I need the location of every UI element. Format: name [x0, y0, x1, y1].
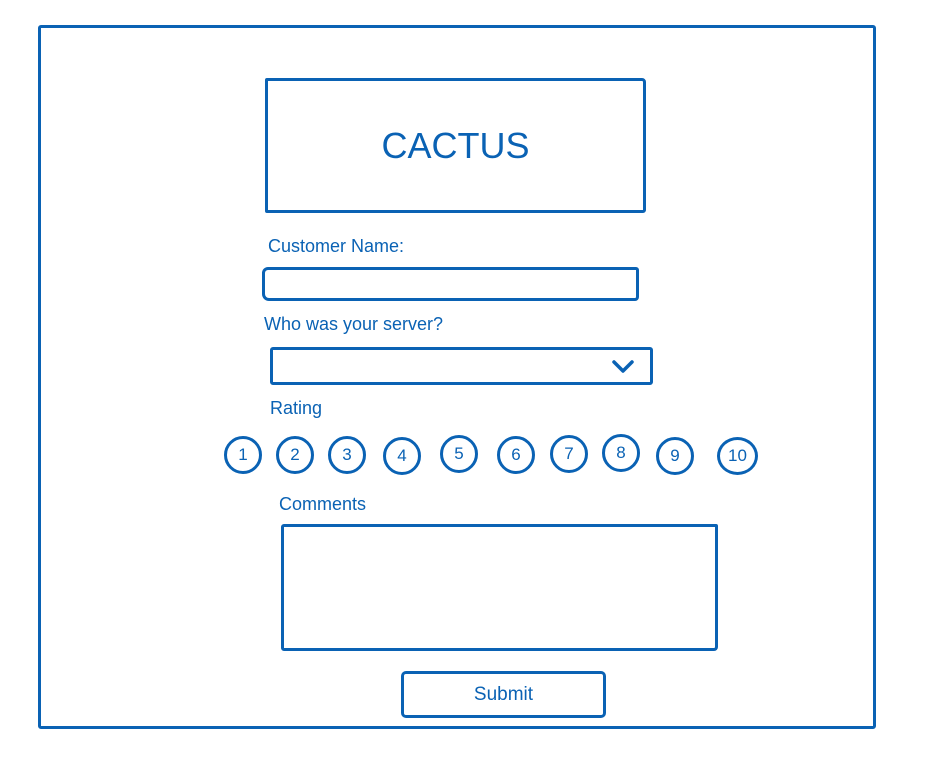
logo-text: CACTUS — [381, 124, 530, 166]
rating-option-1[interactable]: 1 — [224, 436, 262, 474]
server-label: Who was your server? — [264, 314, 444, 334]
rating-option-5[interactable]: 5 — [440, 435, 478, 473]
rating-option-4[interactable]: 4 — [383, 437, 421, 475]
comments-textarea[interactable] — [281, 524, 718, 651]
chevron-down-icon[interactable] — [612, 358, 634, 376]
rating-option-10[interactable]: 10 — [717, 437, 758, 475]
customer-name-label: Customer Name: — [268, 236, 405, 256]
rating-option-2[interactable]: 2 — [276, 436, 314, 474]
comments-label: Comments — [279, 494, 367, 514]
customer-name-input[interactable] — [262, 267, 639, 301]
rating-label: Rating — [270, 398, 323, 418]
rating-option-3[interactable]: 3 — [328, 436, 366, 474]
rating-option-8[interactable]: 8 — [602, 434, 640, 472]
form-window-frame — [38, 25, 876, 729]
submit-button[interactable]: Submit — [401, 671, 606, 718]
logo-box: CACTUS — [265, 78, 646, 213]
rating-option-6[interactable]: 6 — [497, 436, 535, 474]
rating-option-9[interactable]: 9 — [656, 437, 694, 475]
server-select[interactable] — [270, 347, 653, 385]
rating-option-7[interactable]: 7 — [550, 435, 588, 473]
